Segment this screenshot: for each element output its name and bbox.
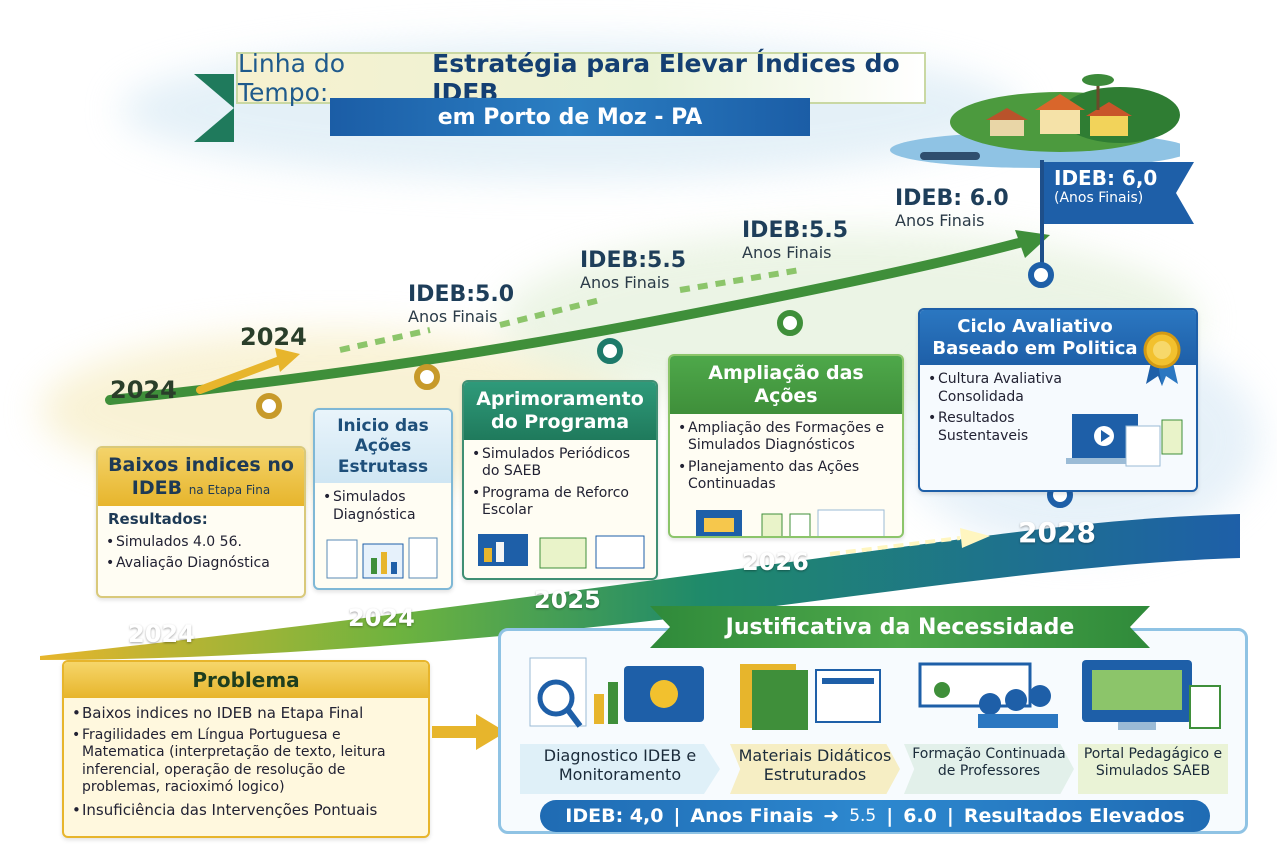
upper-year-2: 2024 — [240, 323, 307, 351]
upper-year-1: 2024 — [110, 376, 177, 404]
phase-5-item: Cultura Avaliativa Consolidada — [928, 371, 1062, 406]
goal-3-label: IDEB:5.5 — [742, 218, 849, 243]
title-prefix: Linha do Tempo: — [238, 49, 345, 107]
summary-part-1: IDEB: 4,0 — [565, 805, 664, 827]
island-scene-illustration — [890, 74, 1180, 168]
goal-2-label: IDEB:5.5 — [580, 248, 687, 273]
problem-item: Baixos indices no IDEB na Etapa Final — [72, 704, 420, 723]
goal-4-sub: Anos Finais — [895, 211, 985, 230]
phase-1-item: Simulados 4.0 56. — [106, 534, 296, 552]
summary-divider: | — [673, 805, 681, 827]
timeline-node-2 — [414, 364, 440, 390]
summary-bar: IDEB: 4,0 | Anos Finais ➜ 5.5 | 6.0 | Re… — [540, 800, 1210, 832]
phase-4-item: Ampliação des Formações e Simulados Diag… — [678, 420, 894, 455]
summary-part-2: Anos Finais — [690, 805, 814, 827]
problem-box: Problema Baixos indices no IDEB na Etapa… — [62, 660, 430, 838]
timeline-node-5 — [1028, 262, 1054, 288]
road-year-2: 2024 — [348, 604, 415, 632]
summary-part-3: 5.5 — [849, 806, 877, 826]
teacher-training-icon — [918, 662, 1058, 728]
goal-4-label: IDEB: 6.0 — [895, 186, 1009, 211]
phase-1-item: Avaliação Diagnóstica — [106, 555, 296, 573]
phase-3-title: Aprimoramento do Programa — [464, 382, 656, 440]
goal-1-sub: Anos Finais — [408, 307, 498, 326]
phase-4-item: Planejamento das Ações Continuadas — [678, 459, 894, 494]
justification-item-4: Portal Pedagágico e Simulados SAEB — [1078, 744, 1228, 794]
timeline-node-3 — [597, 338, 623, 364]
title-banner: Linha do Tempo: Estratégia para Elevar Í… — [236, 49, 926, 107]
summary-divider: | — [886, 805, 894, 827]
goal-1: IDEB:5.0 Anos Finais — [408, 282, 514, 326]
goal-4: IDEB: 6.0 Anos Finais — [895, 186, 1009, 230]
pedagogical-portal-icon — [1082, 660, 1221, 730]
road-year-4: 2026 — [742, 548, 809, 576]
problem-title: Problema — [64, 662, 428, 698]
phase-5-item: Resultados Sustentaveis — [928, 410, 1062, 445]
summary-part-5: Resultados Elevados — [963, 805, 1185, 827]
justification-item-3: Formação Continuada de Professores — [904, 744, 1074, 794]
title-ribbon-tail — [194, 74, 234, 142]
road-year-1: 2024 — [128, 620, 195, 648]
final-goal-flag: IDEB: 6,0 (Anos Finais) — [1044, 162, 1194, 224]
phase-1-title: Baixos indices no IDEB — [108, 454, 294, 499]
problem-item: Insuficiência das Intervenções Pontuais — [72, 801, 420, 820]
justification-item-2: Materiais Didáticos Estruturados — [730, 744, 900, 794]
phase-3-item: Programa de Reforco Escolar — [472, 485, 648, 520]
phase-1-header: Baixos indices no IDEB na Etapa Fina — [98, 448, 304, 506]
phase-4-title: Ampliação das Ações — [670, 356, 902, 414]
title-main: Estratégia para Elevar Índices do IDEB — [432, 49, 900, 107]
timeline-road — [40, 514, 1240, 660]
goal-1-label: IDEB:5.0 — [408, 282, 515, 307]
problem-item: Fragilidades em Língua Portuguesa e Mate… — [72, 727, 420, 797]
phase-card-3: Aprimoramento do Programa Simulados Peri… — [462, 380, 658, 580]
flag-pole — [1040, 160, 1044, 270]
road-year-3: 2025 — [534, 586, 601, 614]
monitor-chart-icon — [478, 533, 645, 569]
summary-divider: | — [946, 805, 954, 827]
phase-card-1: Baixos indices no IDEB na Etapa Fina Res… — [96, 446, 306, 598]
timeline-node-4 — [777, 310, 803, 336]
documents-chart-icon — [326, 537, 438, 579]
goal-2-sub: Anos Finais — [580, 273, 670, 292]
phase-3-item: Simulados Periódicos do SAEB — [472, 446, 648, 481]
goal-3-sub: Anos Finais — [742, 243, 832, 262]
arrow-right-icon: ➜ — [823, 805, 840, 827]
problem-to-justification-arrow — [432, 714, 506, 750]
monitor-documents-icon — [696, 509, 885, 536]
final-goal-sub: (Anos Finais) — [1054, 190, 1144, 206]
goal-3: IDEB:5.5 Anos Finais — [742, 218, 848, 262]
phase-2-title: Inicio das Ações Estrutass — [315, 410, 451, 484]
phase-card-2: Inicio das Ações Estrutass Simulados Dia… — [313, 408, 453, 590]
justification-item-1: Diagnostico IDEB e Monitoramento — [520, 744, 720, 794]
goal-2: IDEB:5.5 Anos Finais — [580, 248, 686, 292]
phase-card-4: Ampliação das Ações Ampliação des Formaç… — [668, 354, 904, 538]
diagnostic-magnifier-icon — [529, 657, 704, 728]
final-goal-label: IDEB: 6,0 — [1054, 166, 1158, 190]
medal-icon — [1143, 331, 1181, 386]
phase-1-title-suffix: na Etapa Fina — [188, 482, 271, 497]
phase-2-item: Simulados Diagnóstica — [323, 489, 443, 524]
road-year-5: 2028 — [1018, 516, 1096, 549]
phase-1-results-label: Resultados: — [108, 509, 208, 528]
subtitle-banner: em Porto de Moz - PA — [330, 98, 810, 136]
teaching-materials-icon — [740, 664, 881, 730]
summary-part-4: 6.0 — [903, 805, 937, 827]
timeline-node-1 — [256, 393, 282, 419]
laptop-video-icon — [1066, 414, 1183, 467]
justification-title: Justificativa da Necessidade — [650, 606, 1150, 648]
